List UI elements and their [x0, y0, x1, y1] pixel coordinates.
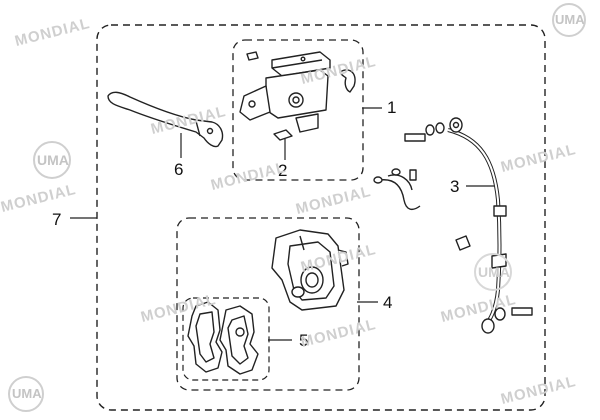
- callout-7: 7: [52, 210, 62, 229]
- callout-6: 6: [174, 160, 184, 179]
- callout-2: 2: [278, 161, 288, 180]
- brake-hose-drawing: [373, 117, 533, 334]
- logo-text: UMA: [12, 386, 42, 401]
- callout-1: 1: [387, 98, 397, 117]
- pads-frame: [182, 297, 270, 381]
- leader-lines: [70, 107, 496, 341]
- callout-3: 3: [450, 177, 460, 196]
- logo-text: UMA: [478, 264, 510, 280]
- logo-text: UMA: [555, 12, 585, 27]
- logo-watermark: UMA: [549, 2, 589, 38]
- logo-watermark: UMA: [28, 140, 76, 180]
- callout-5: 5: [299, 331, 309, 350]
- logo-watermark: UMA: [4, 374, 48, 414]
- master-cylinder-frame: [232, 39, 364, 181]
- master-cylinder-drawing: [239, 51, 356, 141]
- brake-caliper-drawing: [271, 229, 349, 311]
- logo-watermark: UMA: [469, 252, 517, 292]
- caliper-frame: [176, 217, 360, 391]
- callout-4: 4: [383, 293, 393, 312]
- brake-pads-drawing: [187, 301, 259, 375]
- logo-text: UMA: [37, 152, 69, 168]
- brake-lever-drawing: [107, 91, 224, 148]
